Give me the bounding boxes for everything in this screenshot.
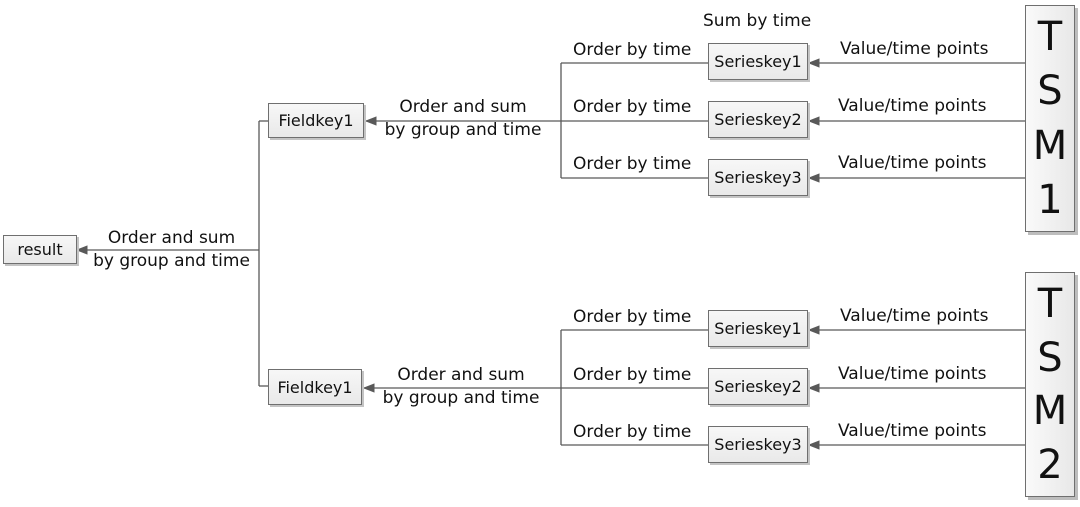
serieskey-label: Serieskey1 — [714, 319, 802, 338]
serieskey-label: Serieskey2 — [714, 377, 802, 396]
result-label: result — [17, 240, 63, 259]
serieskey-label: Serieskey3 — [714, 435, 802, 454]
order-label: Order by time — [573, 422, 692, 442]
serieskey-node: Serieskey1 — [708, 310, 808, 347]
sum-by-time-note: Sum by time — [703, 11, 812, 31]
value-time-label: Value/time points — [840, 39, 989, 59]
tsm-char: T — [1037, 14, 1063, 61]
serieskey-node: Serieskey2 — [708, 368, 808, 405]
serieskey-node: Serieskey1 — [708, 43, 808, 80]
fieldkey-edge-line2: by group and time — [382, 388, 540, 408]
serieskey-node: Serieskey3 — [708, 159, 808, 196]
value-time-label: Value/time points — [840, 306, 989, 326]
order-label: Order by time — [573, 154, 692, 174]
tsm-char: S — [1037, 334, 1063, 381]
result-edge-label: Order and sum by group and time — [84, 227, 259, 273]
value-time-label: Value/time points — [838, 153, 987, 173]
result-edge-line2: by group and time — [93, 251, 250, 271]
serieskey-node: Serieskey3 — [708, 426, 808, 463]
fieldkey-edge-label-2: Order and sum by group and time — [372, 364, 550, 410]
serieskey-label: Serieskey3 — [714, 168, 802, 187]
fieldkey-edge-line1: Order and sum — [397, 365, 525, 385]
serieskey-label: Serieskey1 — [714, 52, 802, 71]
value-time-label: Value/time points — [838, 364, 987, 384]
fieldkey-edge-label-1: Order and sum by group and time — [374, 96, 552, 142]
fieldkey-node-1: Fieldkey1 — [268, 103, 364, 138]
fieldkey-label: Fieldkey1 — [277, 377, 353, 397]
fieldkey-edge-line2: by group and time — [384, 120, 542, 140]
tsm-char: M — [1032, 122, 1068, 169]
result-edge-line1: Order and sum — [107, 228, 236, 248]
result-node: result — [3, 235, 77, 264]
tsm-file-2: T S M 2 — [1025, 272, 1075, 497]
value-time-label: Value/time points — [838, 421, 987, 441]
tsm-file-1: T S M 1 — [1025, 5, 1075, 232]
fieldkey-label: Fieldkey1 — [278, 111, 354, 130]
tsm-char: M — [1032, 388, 1068, 435]
tsm-char: S — [1037, 68, 1063, 115]
order-label: Order by time — [573, 97, 692, 117]
tsm-char: 2 — [1037, 442, 1063, 489]
serieskey-node: Serieskey2 — [708, 101, 808, 138]
value-time-label: Value/time points — [838, 96, 987, 116]
serieskey-label: Serieskey2 — [714, 110, 802, 129]
order-label: Order by time — [573, 365, 692, 385]
fieldkey-node-2: Fieldkey1 — [268, 369, 362, 405]
tsm-char: T — [1037, 280, 1063, 327]
fieldkey-edge-line1: Order and sum — [399, 97, 527, 117]
order-label: Order by time — [573, 40, 692, 60]
tsm-char: 1 — [1037, 176, 1063, 223]
order-label: Order by time — [573, 307, 692, 327]
